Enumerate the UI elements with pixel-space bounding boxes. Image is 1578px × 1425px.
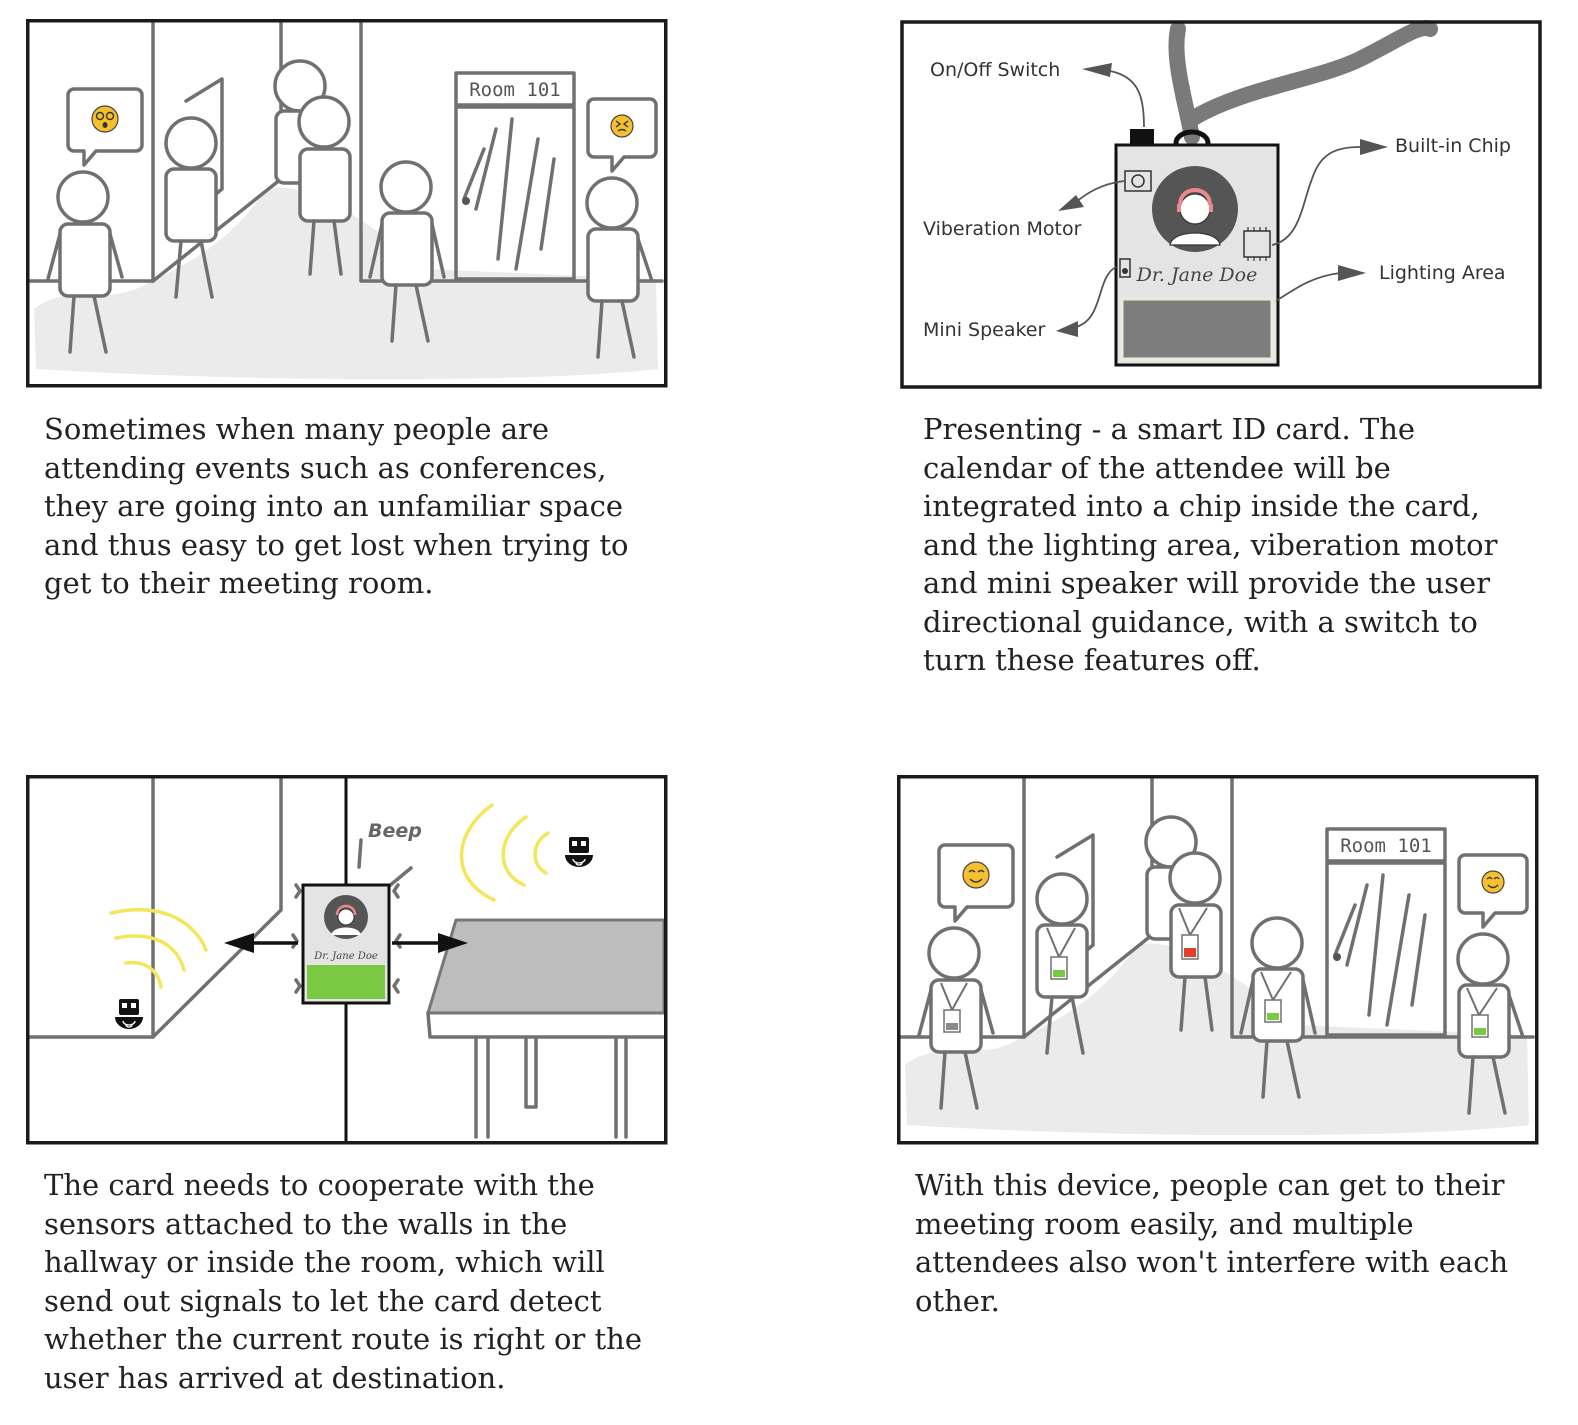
smart-id-card: Dr. Jane Doe	[301, 883, 391, 1005]
signal-waves-right	[459, 803, 550, 902]
panel-4-happy-attendees: Room 101	[897, 775, 1539, 1147]
person	[46, 170, 124, 354]
person	[1168, 851, 1223, 1032]
person	[1239, 916, 1317, 1099]
label-on-off-switch: On/Off Switch	[930, 59, 1060, 81]
person	[1456, 932, 1525, 1115]
light-indicator-green	[307, 965, 385, 999]
confused-face-icon	[91, 105, 119, 133]
panel-2-smart-id-card: Dr. Jane Doe On/Off Switch Built-in Chip…	[900, 19, 1544, 391]
light-indicator-green	[1053, 970, 1065, 977]
room-sign: Room 101	[469, 79, 561, 101]
arrow-left-icon	[224, 933, 254, 953]
light-indicator-green	[1474, 1028, 1486, 1035]
badge-name: Dr. Jane Doe	[1136, 264, 1258, 286]
smiling-face-icon	[1481, 870, 1505, 894]
happy-attendees-illustration: Room 101	[897, 775, 1539, 1145]
person	[917, 926, 995, 1110]
person	[297, 95, 352, 276]
panel-1-caption: Sometimes when many people are attending…	[44, 412, 629, 600]
chip-icon	[1243, 227, 1271, 261]
frustrated-face-icon	[610, 114, 634, 138]
person	[368, 160, 446, 343]
room-sign: Room 101	[1340, 835, 1432, 857]
label-vibration-motor: Viberation Motor	[923, 218, 1082, 240]
lost-attendees-illustration: Room 101	[26, 19, 668, 388]
beep-text: Beep	[368, 820, 422, 842]
speaker-icon	[1119, 258, 1131, 278]
lighting-area	[1120, 297, 1274, 361]
arrow-right-icon	[438, 933, 468, 953]
badge-name: Dr. Jane Doe	[313, 951, 378, 962]
panel-1-lost-attendees: Room 101	[26, 19, 668, 389]
panel-4-caption: With this device, people can get to thei…	[915, 1168, 1509, 1318]
person	[585, 176, 654, 359]
label-mini-speaker: Mini Speaker	[923, 319, 1046, 341]
panel-3-sensors: Beep Dr. Jane Doe	[26, 775, 668, 1147]
light-indicator-red	[1184, 948, 1196, 957]
person	[164, 116, 218, 299]
motor-icon	[1124, 170, 1152, 192]
signal-waves-left	[109, 908, 208, 989]
sensor-guidance-illustration: Beep Dr. Jane Doe	[26, 775, 668, 1145]
panel-3-caption: The card needs to cooperate with the sen…	[44, 1168, 642, 1395]
wall-sensor-icon	[115, 999, 143, 1029]
light-indicator-green	[1267, 1013, 1279, 1020]
room-sensor-icon	[565, 837, 593, 867]
label-built-in-chip: Built-in Chip	[1395, 135, 1511, 157]
light-indicator-gray	[946, 1023, 958, 1030]
smiling-face-icon	[962, 861, 990, 889]
smart-id-card-diagram: Dr. Jane Doe On/Off Switch Built-in Chip…	[900, 20, 1542, 389]
on-off-switch	[1130, 129, 1154, 145]
label-lighting-area: Lighting Area	[1379, 262, 1506, 284]
person	[1035, 872, 1089, 1055]
panel-2-caption: Presenting - a smart ID card. The calend…	[923, 412, 1498, 677]
